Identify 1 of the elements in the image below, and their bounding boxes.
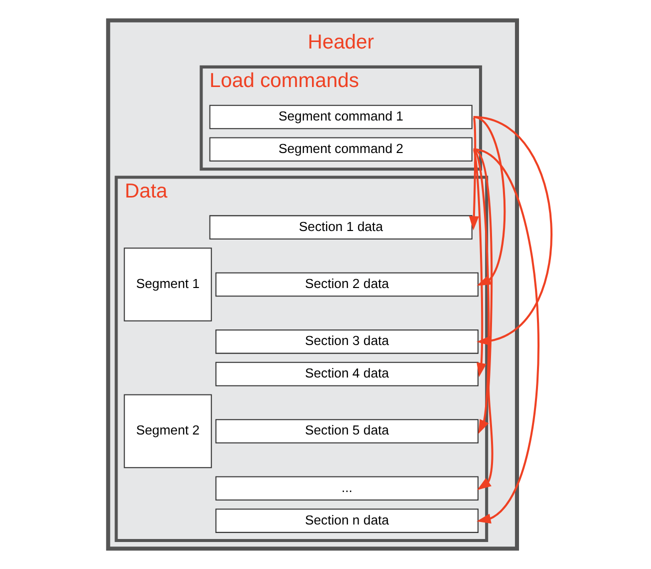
node-text: Header xyxy=(307,32,374,54)
